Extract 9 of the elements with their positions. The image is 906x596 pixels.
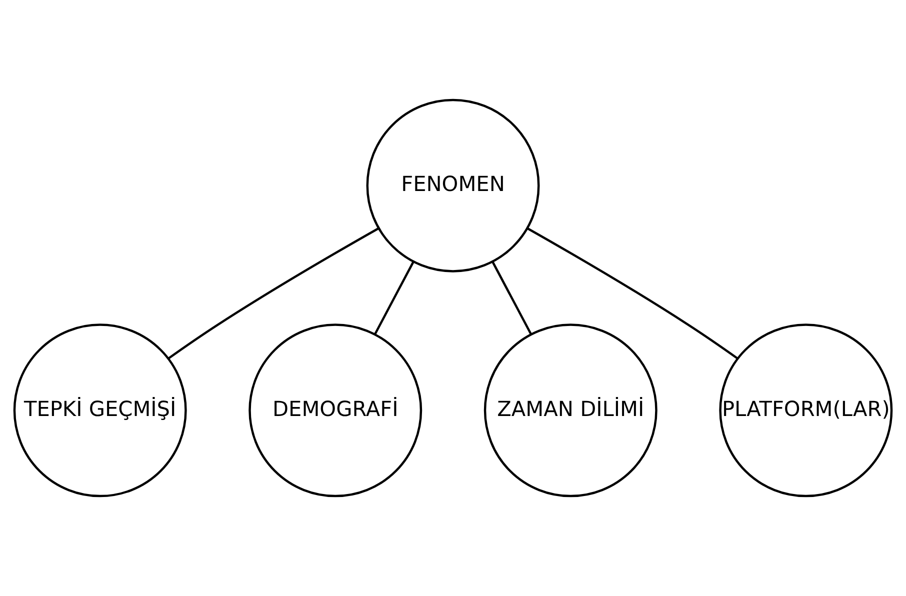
- node-circle: DEMOGRAFİ: [248, 324, 422, 498]
- node-circle: PLATFORM(LAR): [719, 324, 893, 498]
- connector: [527, 228, 738, 360]
- node-circle: FENOMEN: [366, 98, 540, 272]
- node-circle: TEPKİ GEÇMİŞİ: [13, 324, 187, 498]
- connector: [168, 228, 379, 360]
- node-circle: ZAMAN DİLİMİ: [484, 324, 658, 498]
- connector: [374, 261, 414, 335]
- connector: [492, 261, 532, 335]
